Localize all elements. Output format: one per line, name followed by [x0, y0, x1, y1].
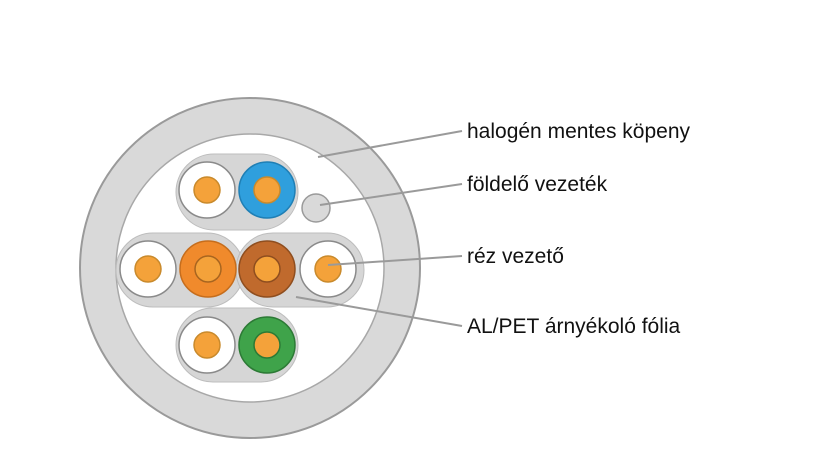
copper-core [253, 255, 281, 283]
pair-brown [238, 240, 357, 298]
leader-line-jacket [317, 130, 463, 158]
leader-line-copper [327, 255, 463, 266]
copper-core [134, 255, 162, 283]
pair-green [178, 316, 296, 374]
label-drain-wire: földelő vezeték [467, 173, 608, 196]
label-jacket: halogén mentes köpeny [467, 120, 690, 143]
copper-core [314, 255, 342, 283]
label-foil-shield: AL/PET árnyékoló fólia [467, 315, 681, 338]
copper-core [193, 176, 221, 204]
leader-line-drain-wire [319, 183, 463, 206]
label-copper-conductor: réz vezető [467, 245, 564, 268]
copper-core [193, 331, 221, 359]
leader-lines [295, 130, 463, 327]
drain-wire [301, 193, 331, 223]
pair-orange [119, 240, 237, 298]
leader-line-foil [295, 296, 463, 327]
pair-blue [178, 161, 296, 219]
copper-core [194, 255, 222, 283]
copper-core [253, 176, 281, 204]
copper-core [253, 331, 281, 359]
